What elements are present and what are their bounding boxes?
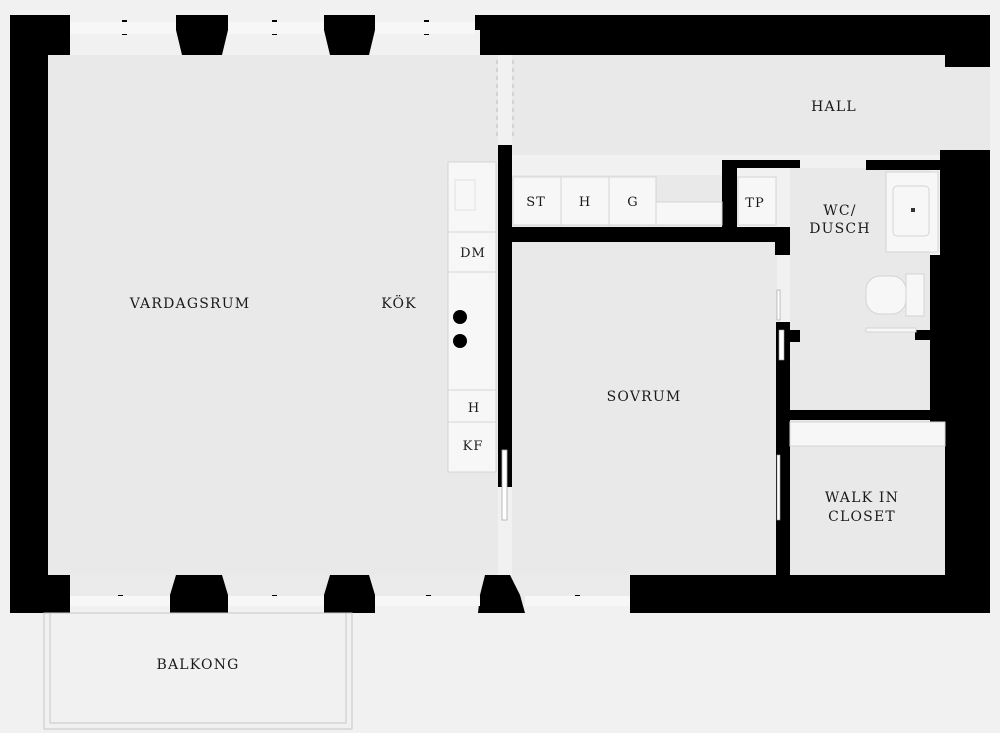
wall-right xyxy=(930,150,990,613)
label-wc-line1: WC/ xyxy=(823,203,856,219)
wall-pier-bottom-3 xyxy=(478,575,525,613)
stove-burner-1 xyxy=(453,310,467,324)
closet-shelf xyxy=(789,421,946,447)
wall-pier-top-1 xyxy=(176,15,228,55)
wall-bottom-right xyxy=(630,575,990,613)
label-hall: HALL xyxy=(811,99,857,115)
label-st: ST xyxy=(526,195,546,210)
wall-top-corner-left xyxy=(10,15,70,55)
label-walkin-line2: CLOSET xyxy=(828,509,896,525)
windows xyxy=(70,22,630,606)
stove-burner-2 xyxy=(453,334,467,348)
wc-faucet-mark xyxy=(911,208,915,212)
wall-wc-top-right xyxy=(866,160,940,170)
label-dm: DM xyxy=(460,246,486,261)
hall-entrance xyxy=(945,67,990,150)
wall-wc-bottom xyxy=(790,410,930,420)
wall-bedroom-top xyxy=(512,227,777,242)
fixture-labels: ST H G TP DM H KF xyxy=(460,195,764,454)
label-h-kitchen: H xyxy=(468,401,480,416)
balcony xyxy=(43,612,353,730)
label-tp: TP xyxy=(745,196,764,211)
wc-fixtures xyxy=(865,171,939,333)
label-sovrum: SOVRUM xyxy=(607,389,682,405)
floors xyxy=(48,55,947,603)
label-g: G xyxy=(627,195,638,210)
label-vardagsrum: VARDAGSRUM xyxy=(129,296,251,312)
floor-vardagsrum xyxy=(48,55,498,575)
wall-right-top-stub xyxy=(945,55,990,67)
label-kok: KÖK xyxy=(381,294,417,312)
wall-tp-closet xyxy=(722,160,800,255)
room-labels: VARDAGSRUM KÖK HALL SOVRUM WC/ DUSCH WAL… xyxy=(129,99,899,673)
wall-stub-wc xyxy=(790,330,800,342)
wall-left xyxy=(10,15,48,613)
wall-pier-bottom-2 xyxy=(324,575,375,613)
floor-sovrum xyxy=(512,242,777,575)
wall-partition-kitchen xyxy=(498,145,512,487)
walls xyxy=(10,15,990,613)
hall-cabinets xyxy=(512,176,777,226)
floor-hall xyxy=(512,55,947,155)
label-kf: KF xyxy=(463,439,484,454)
wall-stub-wc-right xyxy=(915,330,930,340)
wall-pier-bottom-1 xyxy=(170,575,228,613)
door-marks xyxy=(496,60,785,521)
wall-bottom-corner-left xyxy=(10,575,70,613)
wall-top-right xyxy=(480,15,990,55)
wall-pier-top-2 xyxy=(324,15,375,55)
label-walkin-line1: WALK IN xyxy=(825,490,899,506)
label-balkong: BALKONG xyxy=(156,657,239,673)
label-wc-line2: DUSCH xyxy=(809,221,871,237)
label-h-cabinet: H xyxy=(579,195,591,210)
